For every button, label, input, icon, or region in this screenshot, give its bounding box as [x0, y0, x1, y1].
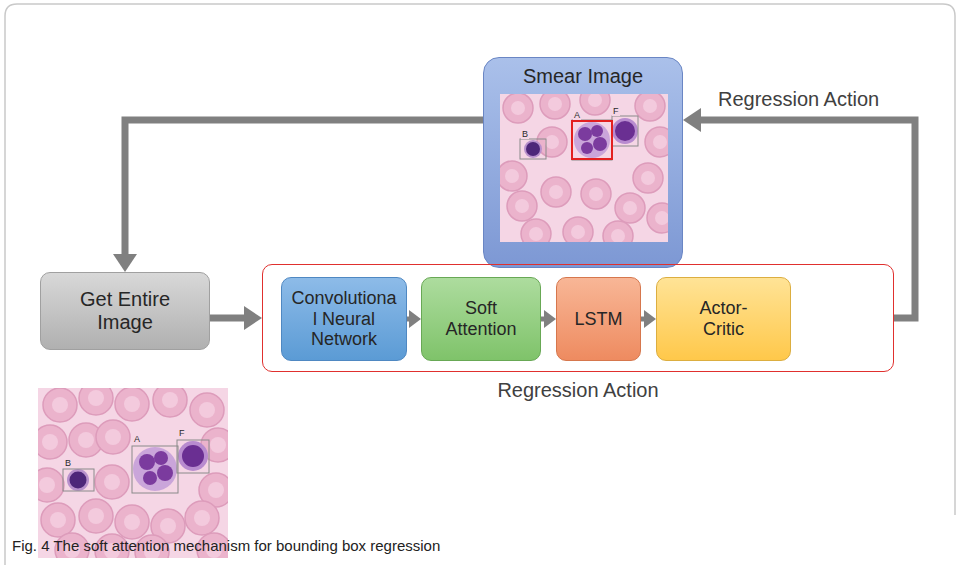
process-box: Get Entire Image	[40, 272, 210, 350]
arrow-head	[644, 310, 656, 328]
arrow-head	[113, 254, 137, 272]
bounding-boxes	[63, 440, 209, 493]
node-label: LSTM	[574, 309, 622, 330]
box-letter: A	[573, 111, 581, 120]
arrow-head	[683, 108, 701, 132]
figure-caption: Fig. 4 The soft attention mechanism for …	[12, 538, 440, 553]
lymphocyte-cell	[524, 140, 542, 158]
panel-title: Smear Image	[523, 65, 643, 88]
arrow-head	[544, 310, 556, 328]
monocyte-cell	[178, 441, 208, 471]
box-letter: B	[64, 459, 72, 468]
flow-arrow	[113, 120, 483, 272]
flow-arrow	[541, 310, 556, 328]
box-letter: F	[612, 107, 620, 116]
group-label: Regression Action	[263, 379, 893, 402]
arrow-line	[210, 315, 246, 322]
process-box: LSTM	[556, 277, 641, 361]
smear-photo	[500, 94, 668, 242]
flow-arrow	[210, 306, 262, 330]
arrow-head	[244, 306, 262, 330]
lymphocyte-cell	[67, 469, 89, 491]
bounding-boxes	[520, 116, 638, 160]
red-blood-cells	[38, 388, 228, 558]
node-label: Soft Attention	[431, 298, 531, 339]
box-letter: A	[133, 435, 141, 444]
figure-frame	[5, 4, 955, 565]
red-blood-cells	[500, 94, 668, 242]
box-letter: F	[178, 429, 186, 438]
edge-label: Regression Action	[715, 88, 882, 110]
node-label: Convolutiona l Neural Network	[289, 288, 399, 350]
node-label: Get Entire Image	[66, 288, 184, 334]
box-letter: B	[521, 130, 529, 139]
flow-arrow	[641, 310, 656, 328]
arrow-head	[409, 310, 421, 328]
module-group: Convolutiona l Neural Network Soft Attent…	[262, 264, 894, 372]
monocyte-cell	[612, 118, 638, 144]
blood-smear-photo	[38, 388, 228, 558]
process-box: Actor- Critic	[656, 277, 791, 361]
node-label: Actor- Critic	[684, 298, 764, 339]
arrow-line	[125, 120, 483, 256]
photo-ground	[38, 388, 228, 558]
neutrophil-cell	[574, 122, 610, 158]
process-box: Convolutiona l Neural Network	[281, 277, 407, 361]
selected-box	[572, 121, 612, 159]
image-panel: Smear Image	[483, 57, 683, 268]
neutrophil-cell	[133, 447, 177, 491]
flow-arrow	[407, 310, 421, 328]
process-box: Soft Attention	[421, 277, 541, 361]
